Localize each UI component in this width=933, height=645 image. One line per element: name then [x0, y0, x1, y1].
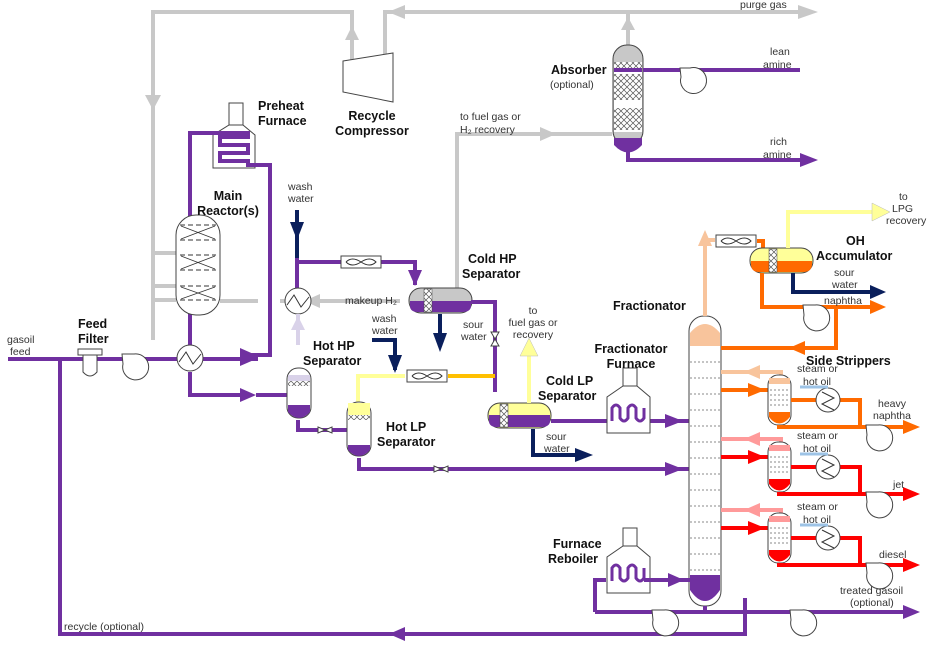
- product-line: [777, 492, 905, 496]
- cold-hp-separator: [408, 287, 473, 314]
- arrow-icon: [748, 383, 765, 397]
- product-line: [777, 425, 905, 429]
- valve-icon: [490, 331, 500, 347]
- recycle-compressor-icon: [342, 52, 394, 103]
- reboiler-exchanger-icon: [815, 387, 841, 413]
- oh-accumulator: [749, 247, 814, 274]
- arrow-icon: [903, 558, 920, 572]
- arrow-icon: [903, 420, 920, 434]
- bottoms-pump-icon: [651, 609, 680, 637]
- feed-pump-icon: [121, 353, 150, 381]
- naphtha-pump-icon: [802, 304, 831, 332]
- label-absorber: Absorber: [551, 63, 607, 77]
- svg-text:jet: jet: [892, 479, 904, 491]
- reboiler-exchanger-icon: [815, 525, 841, 551]
- hot-lp-separator: [346, 401, 372, 457]
- svg-text:naphtha: naphtha: [824, 295, 862, 307]
- product-line: [777, 563, 905, 567]
- product-pump-icon: [865, 562, 894, 590]
- valve-icon: [317, 426, 333, 434]
- svg-text:(optional): (optional): [550, 79, 594, 91]
- cold-lp-separator: [487, 402, 552, 429]
- svg-text:diesel: diesel: [879, 549, 906, 561]
- svg-text:Side Strippers: Side Strippers: [806, 354, 891, 368]
- absorber: [612, 44, 644, 153]
- arrow-icon: [744, 365, 760, 379]
- main-reactor: [175, 214, 221, 316]
- label-fractionator: Fractionator: [613, 299, 686, 313]
- furnace-reboiler: [606, 527, 651, 594]
- recycle-gas-lines: [145, 5, 818, 340]
- feed-filter-icon: [77, 348, 103, 377]
- product-pump-icon: [865, 491, 894, 519]
- svg-text:treated gasoil(optional): treated gasoil(optional): [840, 585, 903, 609]
- svg-text:H₂ recovery: H₂ recovery: [460, 124, 516, 136]
- hot-hp-separator: [286, 367, 312, 419]
- fractionator-trays: [690, 361, 720, 571]
- arrow-icon: [744, 503, 760, 517]
- fractionator-column: [688, 315, 722, 607]
- svg-text:to fuel gas or: to fuel gas or: [460, 111, 521, 123]
- arrow-icon: [748, 450, 765, 464]
- rich-amine-line: [626, 150, 800, 162]
- arrow-icon: [748, 521, 765, 535]
- fractionator-furnace: [606, 367, 651, 434]
- arrow-icon: [903, 487, 920, 501]
- lean-amine-pump-icon: [679, 67, 708, 95]
- label-purge-gas: purge gas: [740, 0, 787, 11]
- svg-text:makeup H₂: makeup H₂: [345, 295, 397, 307]
- valve-icon: [433, 465, 449, 473]
- svg-text:recycle (optional): recycle (optional): [64, 621, 144, 633]
- product-pump-icon: [865, 424, 894, 452]
- reboiler-exchanger-icon: [815, 454, 841, 480]
- arrow-icon: [744, 432, 760, 446]
- product-pump-icon: [789, 609, 818, 637]
